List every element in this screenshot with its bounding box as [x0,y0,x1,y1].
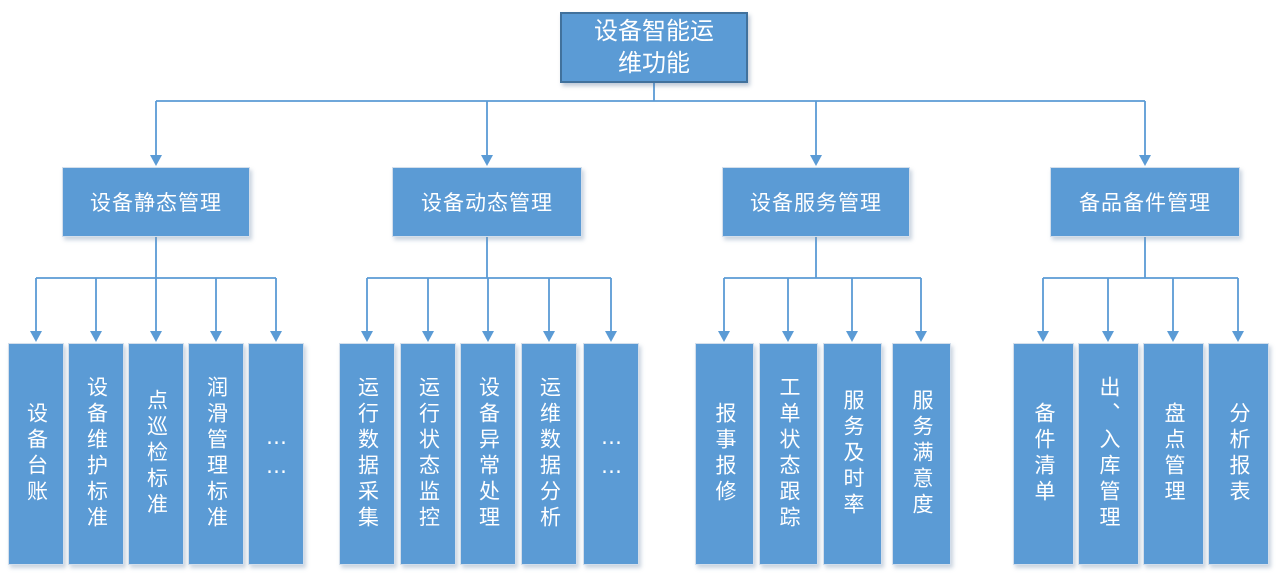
leaf-inspection-standard: 点巡检标准 [128,343,184,565]
leaf-label: 分析报表 [1227,402,1252,506]
root-node: 设备智能运维功能 [560,12,748,83]
leaf-spare-parts-list: 备件清单 [1013,343,1074,565]
leaf-label: 点巡检标准 [144,389,169,519]
leaf-label: 服务满意度 [910,389,935,519]
leaf-label: 运行数据采集 [355,376,380,532]
group4-connector [1042,237,1239,332]
root-node-label: 设备智能运维功能 [593,16,714,77]
leaf-in-out-warehouse-management: 出、入库管理 [1078,343,1139,565]
leaf-label: 服务及时率 [841,389,866,519]
leaf-label: 盘点管理 [1162,402,1187,506]
branch-label: 备品备件管理 [1079,191,1211,215]
leaf-label: …… [264,425,289,483]
leaf-label: …… [599,425,624,483]
leaf-label: 润滑管理标准 [204,376,229,532]
leaf-label: 出、入库管理 [1097,376,1122,532]
branch-node-dynamic-management: 设备动态管理 [392,167,582,237]
leaf-analysis-report: 分析报表 [1208,343,1269,565]
leaf-label: 运维数据分析 [537,376,562,532]
branch-label: 设备静态管理 [90,191,222,215]
branch-node-service-management: 设备服务管理 [722,167,910,237]
leaf-workorder-status-tracking: 工单状态跟踪 [759,343,818,565]
leaf-label: 报事报修 [713,402,738,506]
branch-node-spare-parts-management: 备品备件管理 [1050,167,1240,237]
leaf-equipment-ledger: 设备台账 [8,343,64,565]
leaf-service-satisfaction: 服务满意度 [892,343,951,565]
branch-label: 设备动态管理 [421,191,553,215]
leaf-lubrication-standard: 润滑管理标准 [188,343,244,565]
leaf-label: 设备异常处理 [476,376,501,532]
group2-connector [366,237,612,332]
leaf-om-data-analysis: 运维数据分析 [521,343,577,565]
leaf-label: 设备台账 [24,402,49,506]
branch-label: 设备服务管理 [750,191,882,215]
leaf-label: 备件清单 [1032,402,1057,506]
leaf-operation-status-monitoring: 运行状态监控 [400,343,456,565]
leaf-stocktaking-management: 盘点管理 [1143,343,1204,565]
level1-connector [155,83,1146,156]
leaf-operation-data-collection: 运行数据采集 [339,343,395,565]
leaf-incident-repair-report: 报事报修 [695,343,754,565]
leaf-label: 工单状态跟踪 [777,376,802,532]
leaf-ellipsis-static: …… [248,343,304,565]
leaf-ellipsis-dynamic: …… [583,343,639,565]
branch-node-static-management: 设备静态管理 [62,167,250,237]
leaf-equipment-abnormal-handling: 设备异常处理 [460,343,516,565]
group1-connector [35,237,277,332]
group3-connector [723,237,922,332]
leaf-label: 设备维护标准 [84,376,109,532]
arrow-heads [30,155,1244,342]
leaf-service-timeliness-rate: 服务及时率 [823,343,882,565]
leaf-maintenance-standard: 设备维护标准 [68,343,124,565]
leaf-label: 运行状态监控 [416,376,441,532]
